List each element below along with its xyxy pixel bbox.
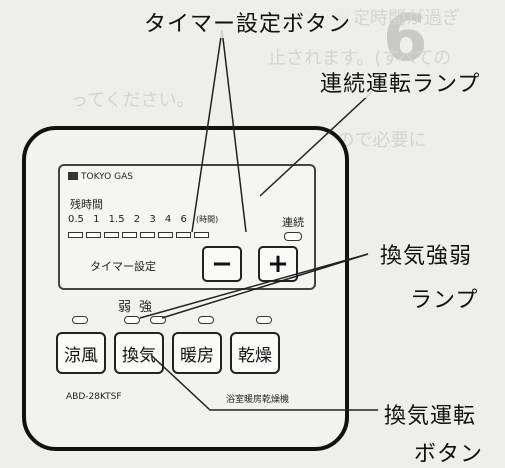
dry-lamp (256, 316, 272, 324)
tokyo-gas-logo-icon (68, 172, 78, 180)
callout-vent-lamp-line1: 換気強弱 (376, 238, 477, 270)
page-number-digit: 6 (383, 2, 428, 76)
callout-continuous-lamp: 連続運転ランプ (316, 66, 485, 98)
segment (140, 232, 155, 238)
vent-strength-labels: 弱強 (118, 300, 161, 315)
callout-vent-lamp-line2: ランプ (406, 282, 483, 314)
callout-timer-buttons: タイマー設定ボタン (140, 6, 356, 38)
time-scale: 0.5 1 1.5 2 3 4 6 (時間) (68, 214, 219, 225)
vent-weak-lamp (124, 316, 140, 324)
segment (122, 232, 137, 238)
timer-minus-button[interactable]: − (202, 246, 242, 282)
segment (104, 232, 119, 238)
background-text-line2: 止されます。(すべての (268, 48, 452, 69)
timer-setting-label: タイマー設定 (90, 260, 156, 273)
display-panel: TOKYO GAS 残時間 0.5 1 1.5 2 3 4 6 (時間) 連続 … (58, 164, 316, 290)
segment (68, 232, 83, 238)
cool-lamp (72, 316, 88, 324)
cool-breeze-button[interactable]: 涼風 (56, 332, 106, 374)
background-text-line3: ってください。 (70, 90, 195, 111)
timer-plus-button[interactable]: + (258, 246, 298, 282)
heat-lamp (198, 316, 214, 324)
segment (86, 232, 101, 238)
segment (176, 232, 191, 238)
time-indicator-segments (68, 232, 209, 238)
drying-button[interactable]: 乾燥 (230, 332, 280, 374)
heating-button[interactable]: 暖房 (172, 332, 222, 374)
model-number: ABD-28KTSF (66, 392, 122, 402)
segment (158, 232, 173, 238)
brand-label: TOKYO GAS (68, 172, 133, 182)
callout-vent-button-line1: 換気運転 (380, 398, 481, 430)
vent-strong-lamp (150, 316, 166, 324)
product-name: 浴室暖房乾燥機 (226, 395, 290, 405)
segment (194, 232, 209, 238)
remote-controller: TOKYO GAS 残時間 0.5 1 1.5 2 3 4 6 (時間) 連続 … (22, 126, 349, 451)
ventilation-button[interactable]: 換気 (114, 332, 164, 374)
remaining-time-label: 残時間 (70, 198, 103, 211)
continuous-lamp (284, 232, 302, 241)
continuous-label: 連続 (282, 216, 304, 229)
callout-vent-button-line2: ボタン (410, 436, 488, 468)
